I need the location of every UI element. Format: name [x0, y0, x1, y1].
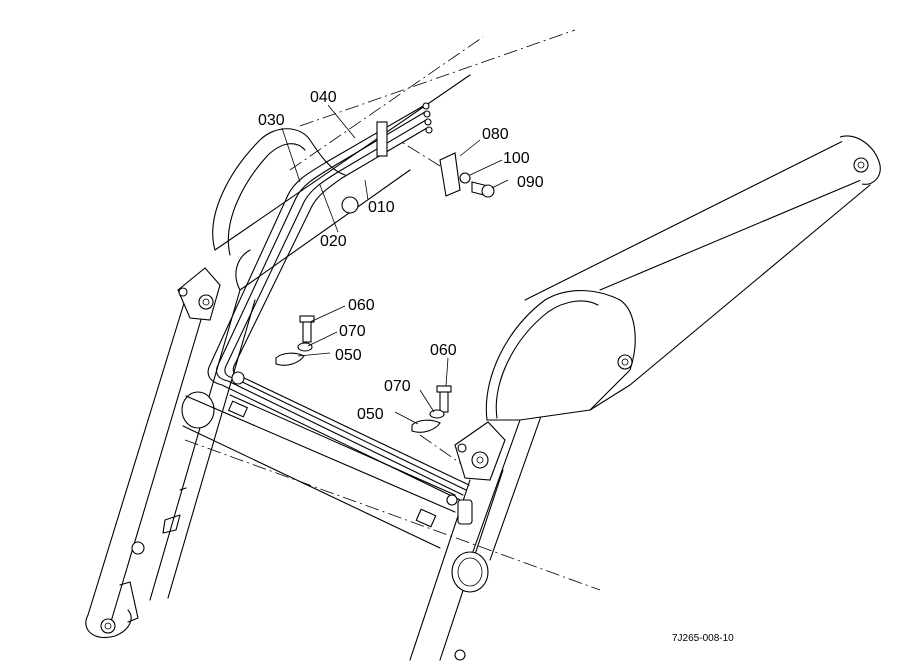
callout-010: 010: [368, 199, 395, 216]
callout-060-left: 060: [348, 297, 375, 314]
callout-040: 040: [310, 89, 337, 106]
callout-060-right: 060: [430, 342, 457, 359]
phantom-lines: [184, 29, 601, 591]
callout-labels: 040 030 080 100 090 010 020 060 070 050 …: [258, 89, 544, 423]
callout-020: 020: [320, 233, 347, 250]
callout-050-left: 050: [335, 347, 362, 364]
hydraulic-pipes: [207, 102, 473, 525]
cross-tube: [181, 391, 456, 549]
callout-100: 100: [503, 150, 530, 167]
drawing-code: 7J265-008-10: [672, 633, 734, 644]
plate-bolt-assembly: [439, 152, 495, 198]
leader-lines: [281, 104, 509, 425]
callout-050-right: 050: [357, 406, 384, 423]
left-upright: [85, 267, 256, 638]
clamp-set-left: [275, 315, 315, 366]
callout-090: 090: [517, 174, 544, 191]
right-boom-arm: [454, 135, 881, 481]
callout-070-left: 070: [339, 323, 366, 340]
left-boom-arm: [212, 74, 471, 291]
callout-080: 080: [482, 126, 509, 143]
callout-030: 030: [258, 112, 285, 129]
clamp-set-right: [411, 385, 452, 433]
callout-070-right: 070: [384, 378, 411, 395]
